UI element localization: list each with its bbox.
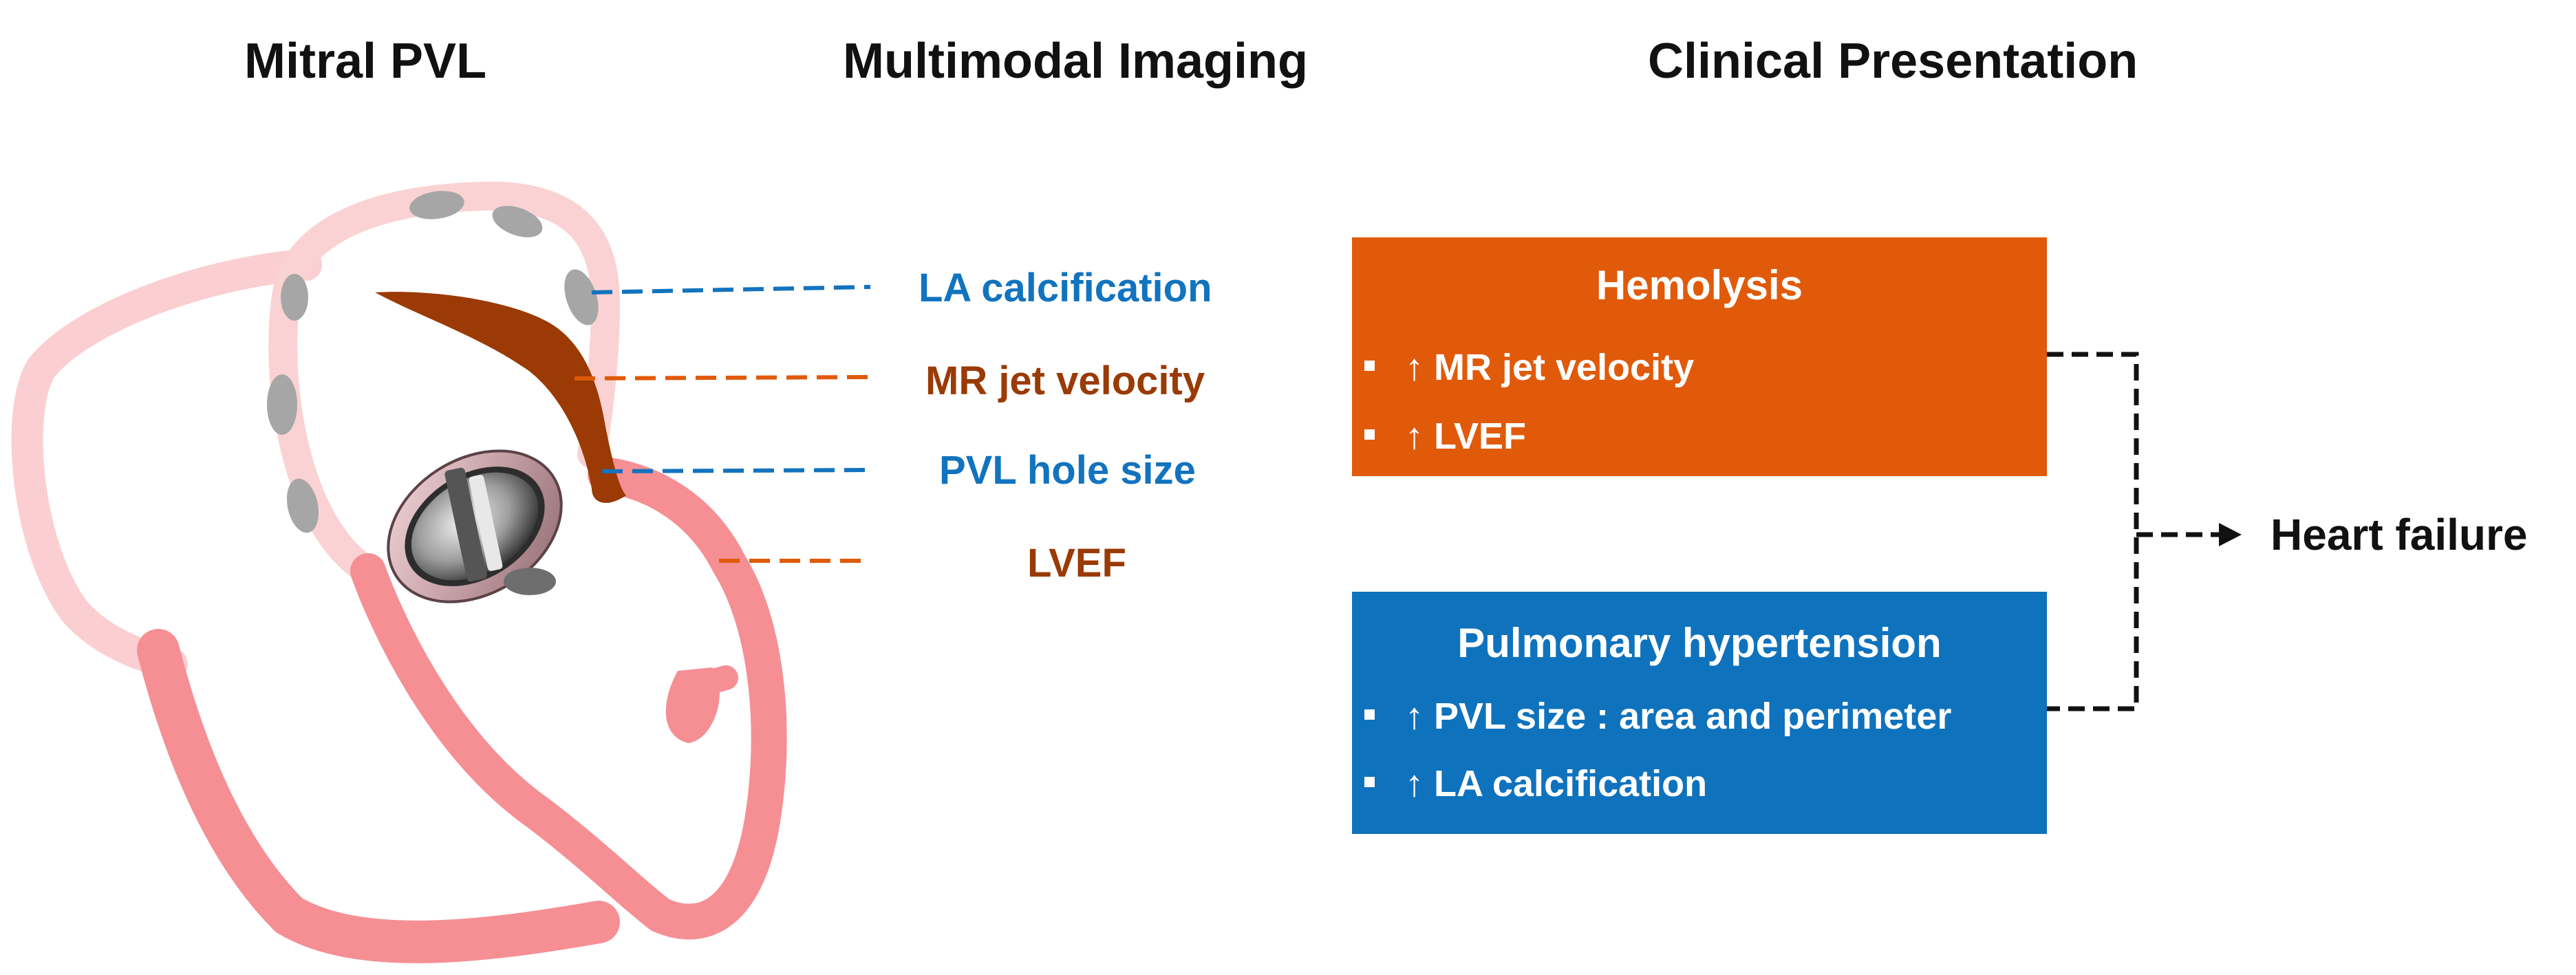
calcification-3: [564, 269, 599, 325]
bullet-square-icon: [1364, 361, 1375, 372]
mr-jet: [375, 292, 626, 503]
calcification-1: [409, 191, 464, 219]
right-ventricle-wall: [11, 249, 322, 680]
hemolysis-bullet-2: ↑ LVEF: [1364, 415, 1526, 458]
connector-mr-jet: [574, 375, 871, 381]
pulmonary-bullet-2: ↑ LA calcification: [1364, 762, 1707, 805]
bullet-square-icon: [1364, 429, 1375, 440]
bullet-square-icon: [1364, 777, 1375, 788]
header-clinical-presentation: Clinical Presentation: [1648, 34, 2138, 89]
header-mitral-pvl: Mitral PVL: [244, 34, 487, 89]
calcification-2: [492, 206, 543, 237]
connector-pvl-hole: [601, 468, 871, 473]
header-multimodal-imaging: Multimodal Imaging: [843, 34, 1308, 89]
septum: [137, 629, 620, 963]
left-ventricle-wall: [350, 457, 787, 940]
heart-failure-label: Heart failure: [2271, 510, 2528, 559]
hemolysis-title: Hemolysis: [1596, 262, 1803, 308]
label-la-calcification: LA calcification: [919, 266, 1212, 310]
calcification-6: [286, 478, 319, 533]
pulmonary-hypertension-box: Pulmonary hypertension ↑ PVL size : area…: [1352, 592, 2047, 834]
label-mr-jet-velocity: MR jet velocity: [925, 358, 1205, 403]
calcification-5: [267, 374, 297, 435]
calcification-4: [281, 274, 308, 321]
pulmonary-bullet-1: ↑ PVL size : area and perimeter: [1364, 695, 1951, 738]
bullet-square-icon: [1364, 709, 1375, 720]
connector-hemolysis: [2047, 352, 2139, 711]
arrow-head: [2219, 523, 2242, 546]
connector-la-calcification: [591, 285, 871, 294]
pulmonary-title: Pulmonary hypertension: [1457, 620, 1942, 666]
hemolysis-box: Hemolysis ↑ MR jet velocity ↑ LVEF: [1352, 237, 2047, 476]
label-lvef: LVEF: [1027, 541, 1126, 586]
label-pvl-hole-size: PVL hole size: [939, 448, 1196, 493]
hemolysis-bullet-1: ↑ MR jet velocity: [1364, 346, 1694, 389]
